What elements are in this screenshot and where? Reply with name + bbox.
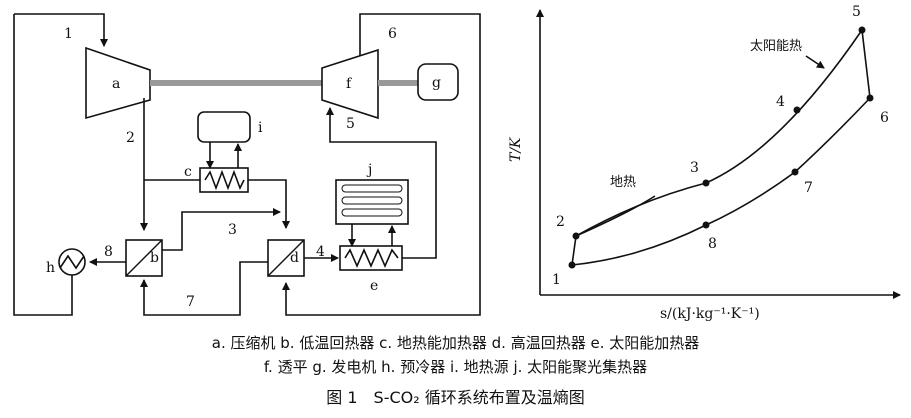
caption-legend-line-2: f. 透平 g. 发电机 h. 预冷器 i. 地热源 j. 太阳能聚光集热器	[263, 358, 648, 376]
label-f: f	[346, 76, 353, 92]
compressor-a	[85, 46, 151, 120]
state-label-7: 7	[804, 180, 813, 196]
label-h: h	[46, 260, 55, 276]
state-label-8: 8	[708, 236, 717, 252]
label-b: b	[150, 250, 159, 266]
stream-5-pipe	[326, 107, 437, 259]
state-point-markers	[568, 26, 874, 269]
stream-number-3: 3	[228, 222, 237, 238]
solar-heat-arrow	[805, 55, 825, 69]
label-a: a	[112, 76, 120, 92]
stream-7-pipe	[140, 261, 268, 316]
precooler-h-symbol	[59, 254, 85, 270]
state-label-3: 3	[690, 160, 699, 176]
figure-caption-title: 图 1 S-CO₂ 循环系统布置及温熵图	[326, 388, 585, 407]
solar-heat-label: 太阳能热	[750, 39, 802, 54]
label-j: j	[366, 162, 372, 178]
geo-heater-c	[199, 167, 249, 193]
y-axis-label: T/K	[508, 136, 524, 162]
cycle-turbine-expansion	[861, 29, 871, 99]
geo-heater-c-coil	[204, 169, 245, 191]
state-label-1: 1	[552, 272, 561, 288]
stream-6-pipe	[282, 13, 481, 316]
x-axis-label: s/(kJ·kg⁻¹·K⁻¹)	[660, 306, 760, 322]
caption-legend-line-1: a. 压缩机 b. 低温回热器 c. 地热能加热器 d. 高温回热器 e. 太阳…	[211, 334, 700, 352]
stream-number-2: 2	[126, 130, 135, 146]
generator-g	[417, 63, 459, 101]
label-c: c	[184, 164, 192, 180]
generator-shaft	[378, 80, 418, 86]
stream-1-pipe	[14, 13, 108, 47]
stream-number-4: 4	[316, 244, 325, 260]
state-label-5: 5	[852, 4, 861, 20]
stream-c-outlet	[248, 179, 290, 229]
state-label-4: 4	[776, 94, 785, 110]
cycle-lower-curve	[571, 97, 871, 266]
stream-number-1: 1	[64, 26, 73, 42]
geo-heat-curve	[575, 195, 656, 237]
state-label-2: 2	[556, 214, 565, 230]
geo-heat-label: 地热	[610, 175, 636, 190]
stream-8-return-pipe	[13, 14, 73, 316]
geo-source-i	[197, 111, 251, 143]
stream-number-5: 5	[346, 116, 355, 132]
label-i: i	[258, 120, 263, 136]
solar-collector-j	[335, 179, 409, 225]
label-e: e	[370, 278, 378, 294]
figure-canvas: a f g i	[13, 4, 901, 322]
label-g: g	[432, 75, 441, 91]
state-label-6: 6	[880, 110, 889, 126]
stream-number-6: 6	[388, 26, 397, 42]
ts-diagram: T/K s/(kJ·kg⁻¹·K⁻¹) 1 2 3 4 5 6 7 8 太阳能热…	[508, 4, 901, 322]
recuperator-d-diagonal	[267, 239, 305, 277]
shaft	[150, 80, 322, 86]
stream-number-8: 8	[104, 244, 113, 260]
label-d: d	[290, 250, 299, 266]
stream-number-7: 7	[186, 294, 195, 310]
cycle-schematic: a f g i	[13, 13, 481, 316]
recuperator-b-diagonal	[125, 239, 163, 277]
solar-heater-e-coil	[344, 248, 399, 268]
stream-3-pipe	[162, 208, 281, 251]
